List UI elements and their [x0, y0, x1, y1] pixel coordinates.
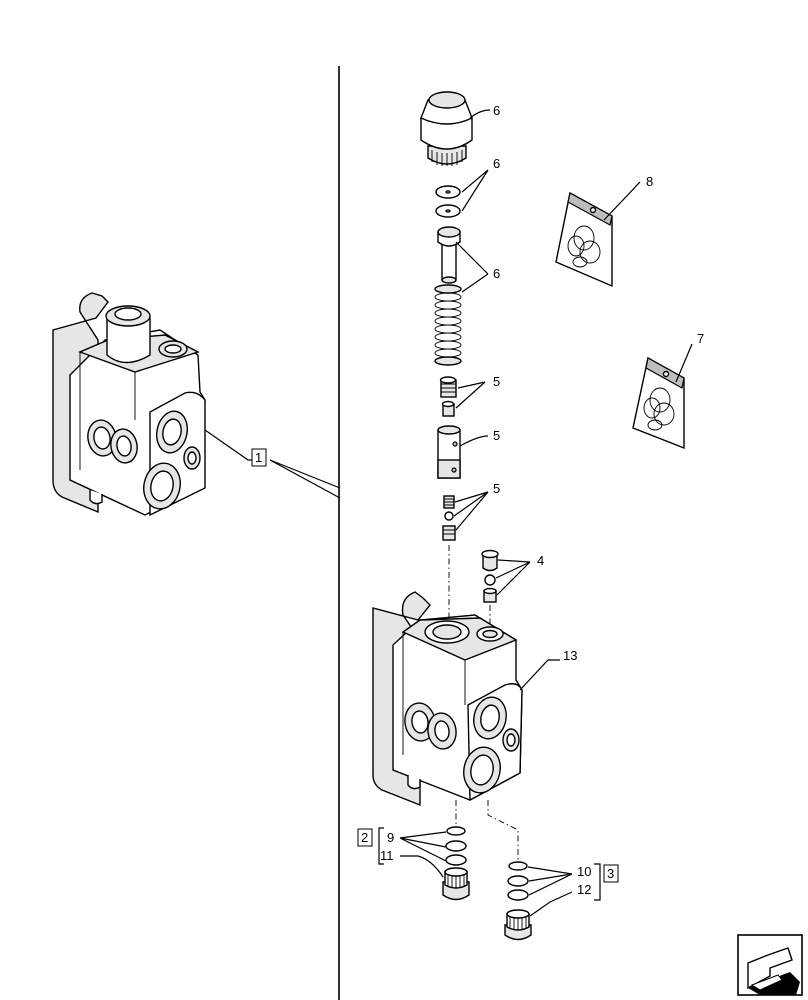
arrow-pointing-left-icon[interactable]	[737, 934, 803, 996]
callout-6c: 6	[493, 266, 500, 281]
callout-box-1	[251, 448, 267, 467]
callout-5c: 5	[493, 481, 500, 496]
callout-4: 4	[537, 553, 544, 568]
callout-8: 8	[646, 174, 653, 189]
callout-2: 2	[361, 830, 368, 845]
callout-5a: 5	[493, 374, 500, 389]
o-ring-set-right	[507, 861, 529, 901]
seal-kit-bag-7	[632, 356, 685, 450]
callout-1: 1	[255, 450, 262, 465]
valve-spool	[437, 425, 461, 479]
callout-box-2	[357, 828, 373, 847]
valve-body	[372, 591, 523, 807]
port-plug-right	[504, 909, 532, 941]
callout-13: 13	[563, 648, 577, 663]
plug-and-seat-set	[481, 549, 499, 603]
o-ring-set-left	[445, 826, 467, 866]
callout-6a: 6	[493, 103, 500, 118]
poppet-pin	[437, 226, 461, 284]
callout-12: 12	[577, 882, 591, 897]
small-spring-and-ball	[442, 495, 456, 541]
seal-kit-bag-8	[555, 191, 613, 288]
callout-7: 7	[697, 331, 704, 346]
callout-10: 10	[577, 864, 591, 879]
callout-11: 11	[380, 848, 394, 863]
callout-6b: 6	[493, 156, 500, 171]
callout-3: 3	[607, 866, 614, 881]
callout-box-3	[603, 864, 619, 883]
callout-9: 9	[387, 830, 394, 845]
adjuster-screw	[439, 376, 457, 417]
callout-5b: 5	[493, 428, 500, 443]
coil-spring	[434, 284, 462, 366]
valve-section-assembly	[52, 292, 206, 517]
relief-valve-cap	[420, 91, 473, 166]
port-plug-left	[442, 867, 470, 901]
